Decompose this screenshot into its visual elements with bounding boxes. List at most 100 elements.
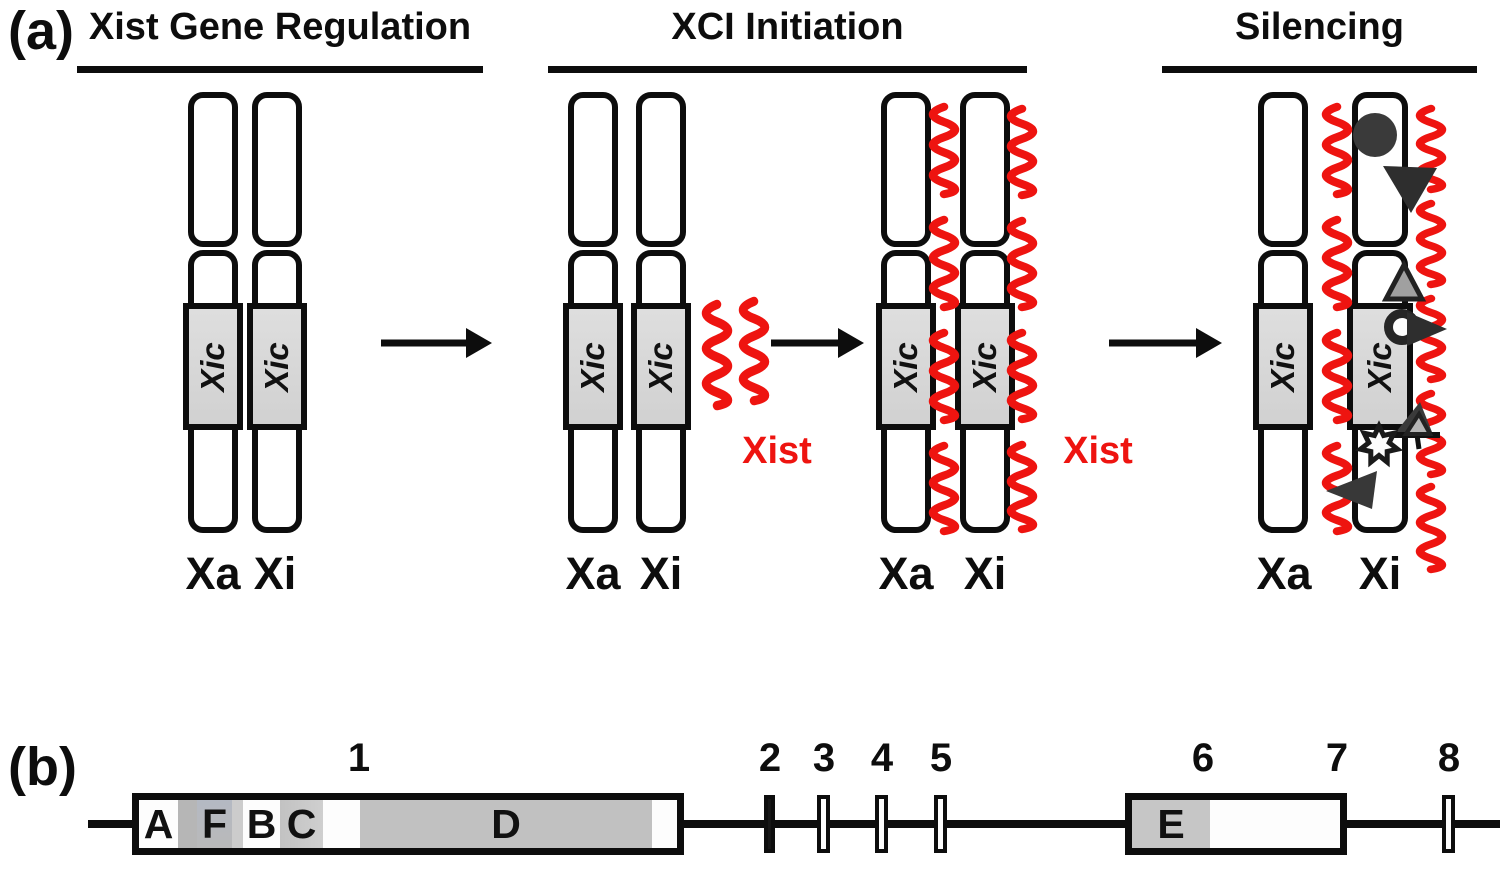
stage1-title: Xist Gene Regulation xyxy=(88,6,472,48)
chromosome-short-arm xyxy=(568,92,618,247)
xist-rna-squiggle-icon xyxy=(1006,216,1038,312)
protein-dark-triangle-down-icon xyxy=(1383,166,1437,213)
stage3-title-underline xyxy=(1162,66,1477,73)
chromosome-xi-stage1: Xic xyxy=(247,92,307,533)
xist-rna-squiggle-icon xyxy=(1415,104,1447,194)
exon-6-7-box: E xyxy=(1125,793,1347,855)
xa-label-stage2b: Xa xyxy=(878,548,934,599)
xist-rna-squiggle-icon xyxy=(1006,440,1038,534)
stage2a-to-stage2b-arrow-icon xyxy=(771,328,864,358)
exon-1-box: A F B C D xyxy=(132,793,684,855)
xa-label-stage1: Xa xyxy=(185,548,241,599)
panel-a-label: (a) xyxy=(8,1,74,61)
repeat-d-region: D xyxy=(360,800,652,848)
stage1-title-underline xyxy=(77,66,483,73)
stage2-title: XCI Initiation xyxy=(671,6,904,48)
gene-baseline xyxy=(88,820,1500,828)
exon-8-number: 8 xyxy=(1437,736,1461,780)
chromosome-xi-stage2: Xic xyxy=(631,92,691,533)
xist-rna-squiggle-icon xyxy=(1321,215,1353,312)
xic-label: Xic xyxy=(574,341,612,392)
exon-2-number: 2 xyxy=(758,736,782,780)
xist-rna-label-stage2a: Xist xyxy=(742,430,812,472)
xic-region: Xic xyxy=(631,303,691,430)
band-white-3 xyxy=(1210,800,1340,848)
xist-rna-squiggle-icon xyxy=(1415,482,1447,574)
exon-1-number: 1 xyxy=(347,736,371,780)
repeat-e-label: E xyxy=(1157,800,1185,847)
xa-label-stage3: Xa xyxy=(1256,548,1312,599)
chromosome-short-arm xyxy=(1258,92,1308,247)
xist-rna-squiggle-icon xyxy=(1415,294,1447,384)
protein-dark-triangle-right-icon xyxy=(1407,312,1447,346)
xist-rna-label-stage2b: Xist xyxy=(1063,430,1133,472)
band-white-2 xyxy=(652,800,677,848)
xist-rna-squiggle-icon xyxy=(1321,102,1353,199)
xic-label: Xic xyxy=(887,341,925,392)
xi-label-stage2: Xi xyxy=(639,548,683,599)
xic-label: Xic xyxy=(642,341,680,392)
xist-rna-squiggle-icon xyxy=(1321,328,1353,425)
exon-4-number: 4 xyxy=(870,736,894,780)
xic-region: Xic xyxy=(183,303,243,430)
xi-label-stage1: Xi xyxy=(253,548,297,599)
silencing-protein-complexes xyxy=(1326,113,1447,509)
exon-5-bar xyxy=(934,795,947,853)
protein-dark-circle-icon xyxy=(1353,113,1397,157)
repeat-a-region: A xyxy=(139,800,178,848)
chromosome-short-arm xyxy=(636,92,686,247)
chromosome-xi-stage2-coated: Xic xyxy=(955,92,1015,533)
chromosome-xa-stage2-coated: Xic xyxy=(876,92,936,533)
xic-label: Xic xyxy=(1264,341,1302,392)
exon-3-bar xyxy=(817,795,830,853)
xist-rna-squiggle-icon xyxy=(1006,104,1038,200)
protein-bar-tick-icon xyxy=(1414,434,1422,450)
protein-white-starburst-icon xyxy=(1354,420,1404,468)
stage2-to-stage3-arrow-icon xyxy=(1109,328,1222,358)
xic-label: Xic xyxy=(258,341,296,392)
xic-region: Xic xyxy=(563,303,623,430)
xist-rna-squiggle-icon xyxy=(928,441,960,536)
exon-7-number: 7 xyxy=(1325,736,1349,780)
exon-3-number: 3 xyxy=(812,736,836,780)
xic-region: Xic xyxy=(955,303,1015,430)
protein-gray-triangle-up-icon xyxy=(1381,259,1427,302)
chromosome-short-arm xyxy=(252,92,302,247)
chromosome-short-arm xyxy=(881,92,931,247)
exon-5-number: 5 xyxy=(929,736,953,780)
repeat-f-region: F xyxy=(197,800,232,848)
exon-6-number: 6 xyxy=(1191,736,1215,780)
xist-rna-squiggle-icon xyxy=(928,215,960,312)
band-gray-2 xyxy=(232,800,243,848)
protein-dark-triangle-left-icon xyxy=(1326,471,1377,509)
stage3-title: Silencing xyxy=(1235,6,1404,48)
xist-rna-squiggle-icon xyxy=(1415,199,1447,289)
chromosome-short-arm xyxy=(960,92,1010,247)
repeat-b-label: B xyxy=(246,800,277,847)
chromosome-xa-stage2: Xic xyxy=(563,92,623,533)
exon-4-bar xyxy=(875,795,888,853)
repeat-e-region: E xyxy=(1132,800,1210,848)
xi-label-stage3: Xi xyxy=(1358,548,1402,599)
xist-rna-squiggle-icon xyxy=(738,296,770,406)
chromosome-short-arm xyxy=(188,92,238,247)
repeat-c-label: C xyxy=(286,800,317,847)
chromosome-xa-stage3: Xic xyxy=(1253,92,1313,533)
protein-small-gray-triangle-icon xyxy=(1402,410,1434,436)
chromosome-xa-stage1: Xic xyxy=(183,92,243,533)
exon-2-bar xyxy=(764,795,775,853)
xa-label-stage2: Xa xyxy=(565,548,621,599)
stage2-title-underline xyxy=(548,66,1027,73)
xist-rna-squiggle-icon xyxy=(701,299,733,411)
exon-8-bar xyxy=(1442,795,1455,853)
repeat-f-label: F xyxy=(201,800,228,847)
xic-region: Xic xyxy=(1253,303,1313,430)
repeat-d-label: D xyxy=(491,800,521,847)
xist-rna-squiggle-icon xyxy=(928,328,960,425)
stage1-to-stage2-arrow-icon xyxy=(381,328,492,358)
repeat-c-region: C xyxy=(280,800,323,848)
band-white-1 xyxy=(323,800,360,848)
repeat-a-label: A xyxy=(143,800,174,847)
xic-label: Xic xyxy=(966,341,1004,392)
